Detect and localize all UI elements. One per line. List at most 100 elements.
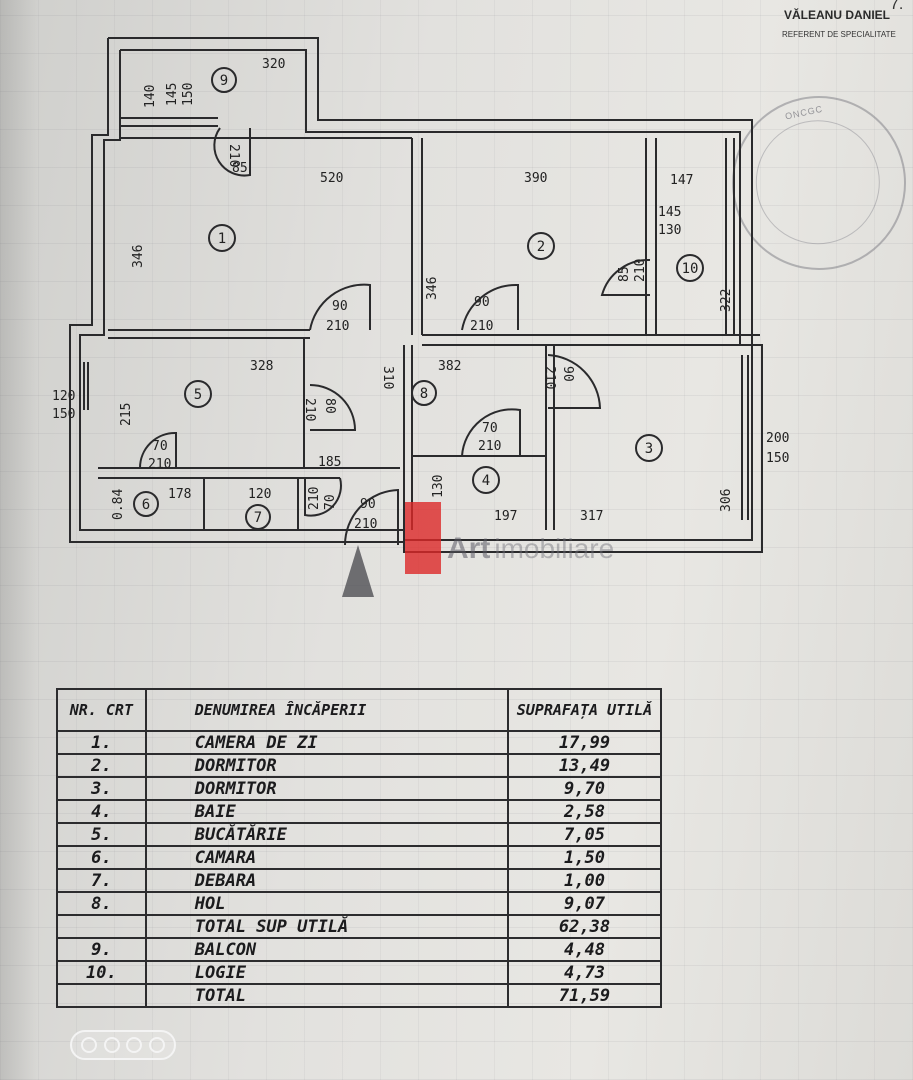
row-name: BUCĂTĂRIE (144, 822, 509, 847)
dim-label: 210 (470, 319, 493, 334)
dim-label: 306 (719, 489, 734, 512)
row-name: BALCON (144, 937, 509, 962)
row-nr: 8. (56, 891, 147, 916)
dim-label: 210 (478, 439, 501, 454)
surveyor-name: VĂLEANU DANIEL (784, 8, 891, 22)
floor-plan: 9 1 2 10 5 8 4 3 6 7 320 140 145 150 210… (52, 37, 789, 553)
door-arc-entrance (344, 488, 399, 546)
dim-label: 150 (766, 451, 789, 466)
room-number-8: 8 (420, 386, 428, 402)
room-circle-7 (245, 504, 271, 530)
dim-label: 0.84 (111, 489, 126, 520)
dim-label: 120 (52, 389, 75, 404)
row-nr (56, 914, 147, 939)
dim-label: 70 (482, 421, 498, 436)
dim-label: 140 (143, 85, 158, 108)
dim-label: 210 (148, 457, 171, 472)
room-circle-2 (527, 232, 555, 260)
dim-label: 70 (323, 494, 338, 510)
row-nr: 1. (56, 730, 147, 755)
page-dot[interactable] (126, 1037, 143, 1053)
dim-label: 90 (560, 366, 575, 382)
dim-label: 145 (658, 205, 681, 220)
dim-label: 145 (165, 83, 180, 106)
dim-label: 210 (307, 487, 322, 510)
dim-label: 210 (302, 398, 317, 421)
row-nr (56, 983, 147, 1008)
pagination-dots[interactable] (70, 1030, 176, 1060)
dim-label: 197 (494, 509, 517, 524)
row-nr: 6. (56, 845, 147, 870)
dim-label: 150 (52, 407, 75, 422)
dim-label: 130 (658, 223, 681, 238)
dim-label: 130 (431, 475, 446, 498)
door-arc-closet (304, 477, 342, 517)
row-area: 4,73 (506, 960, 663, 985)
header-area: SUPRAFAȚA UTILĂ (506, 688, 663, 732)
dim-label: 328 (250, 359, 273, 374)
dim-label: 520 (320, 171, 343, 186)
inner-wall (79, 49, 753, 541)
row-area: 1,00 (506, 868, 663, 893)
row-nr: 4. (56, 799, 147, 824)
dim-label: 85 (617, 266, 632, 282)
page-shadow (0, 0, 38, 1080)
dim-label: 215 (119, 403, 134, 426)
page-dot[interactable] (103, 1037, 120, 1053)
row-area: 2,58 (506, 799, 663, 824)
door-arc-balcony (213, 127, 251, 177)
room-number-2: 2 (537, 239, 545, 255)
dim-label: 322 (719, 289, 734, 312)
room-number-9: 9 (220, 73, 228, 89)
row-area: 62,38 (506, 914, 663, 939)
door-arc-room3 (547, 354, 602, 409)
row-area: 13,49 (506, 753, 663, 778)
room-circle-4 (472, 466, 500, 494)
dim-label: 346 (131, 245, 146, 268)
dim-label: 210 (226, 144, 241, 167)
row-name: HOL (144, 891, 509, 916)
row-area: 4,48 (506, 937, 663, 962)
dim-label: 310 (380, 366, 395, 389)
page-dot[interactable] (148, 1037, 165, 1053)
dim-label: 210 (354, 517, 377, 532)
row-area: 71,59 (506, 983, 663, 1008)
dim-label: 382 (438, 359, 461, 374)
dim-label: 150 (181, 83, 196, 106)
watermark-logo-block (405, 502, 441, 574)
row-name: TOTAL (144, 983, 509, 1008)
dim-label: 210 (542, 366, 557, 389)
row-nr: 3. (56, 776, 147, 801)
row-nr: 9. (56, 937, 147, 962)
room-number-3: 3 (645, 441, 653, 457)
header-name: DENUMIREA ÎNCĂPERII (144, 688, 509, 732)
dim-label: 185 (318, 455, 341, 470)
dim-label: 317 (580, 509, 603, 524)
row-nr: 7. (56, 868, 147, 893)
door-arc-room1 (309, 283, 371, 331)
area-table: NR. CRT DENUMIREA ÎNCĂPERII SUPRAFAȚA UT… (56, 688, 663, 1008)
page-dot[interactable] (81, 1037, 98, 1053)
outer-wall (69, 37, 763, 553)
room-number-5: 5 (194, 387, 202, 403)
row-area: 9,70 (506, 776, 663, 801)
watermark-suffix: imobiliare (494, 533, 615, 564)
room-number-10: 10 (682, 261, 699, 277)
dim-label: 70 (152, 439, 168, 454)
room-circle-8 (411, 380, 437, 406)
row-area: 1,50 (506, 845, 663, 870)
row-area: 9,07 (506, 891, 663, 916)
row-nr: 10. (56, 960, 147, 985)
row-name: TOTAL SUP UTILĂ (144, 914, 509, 939)
watermark-arrow-icon (342, 545, 374, 597)
header-nr: NR. CRT (56, 688, 147, 732)
row-name: DORMITOR (144, 753, 509, 778)
dim-label: 390 (524, 171, 547, 186)
